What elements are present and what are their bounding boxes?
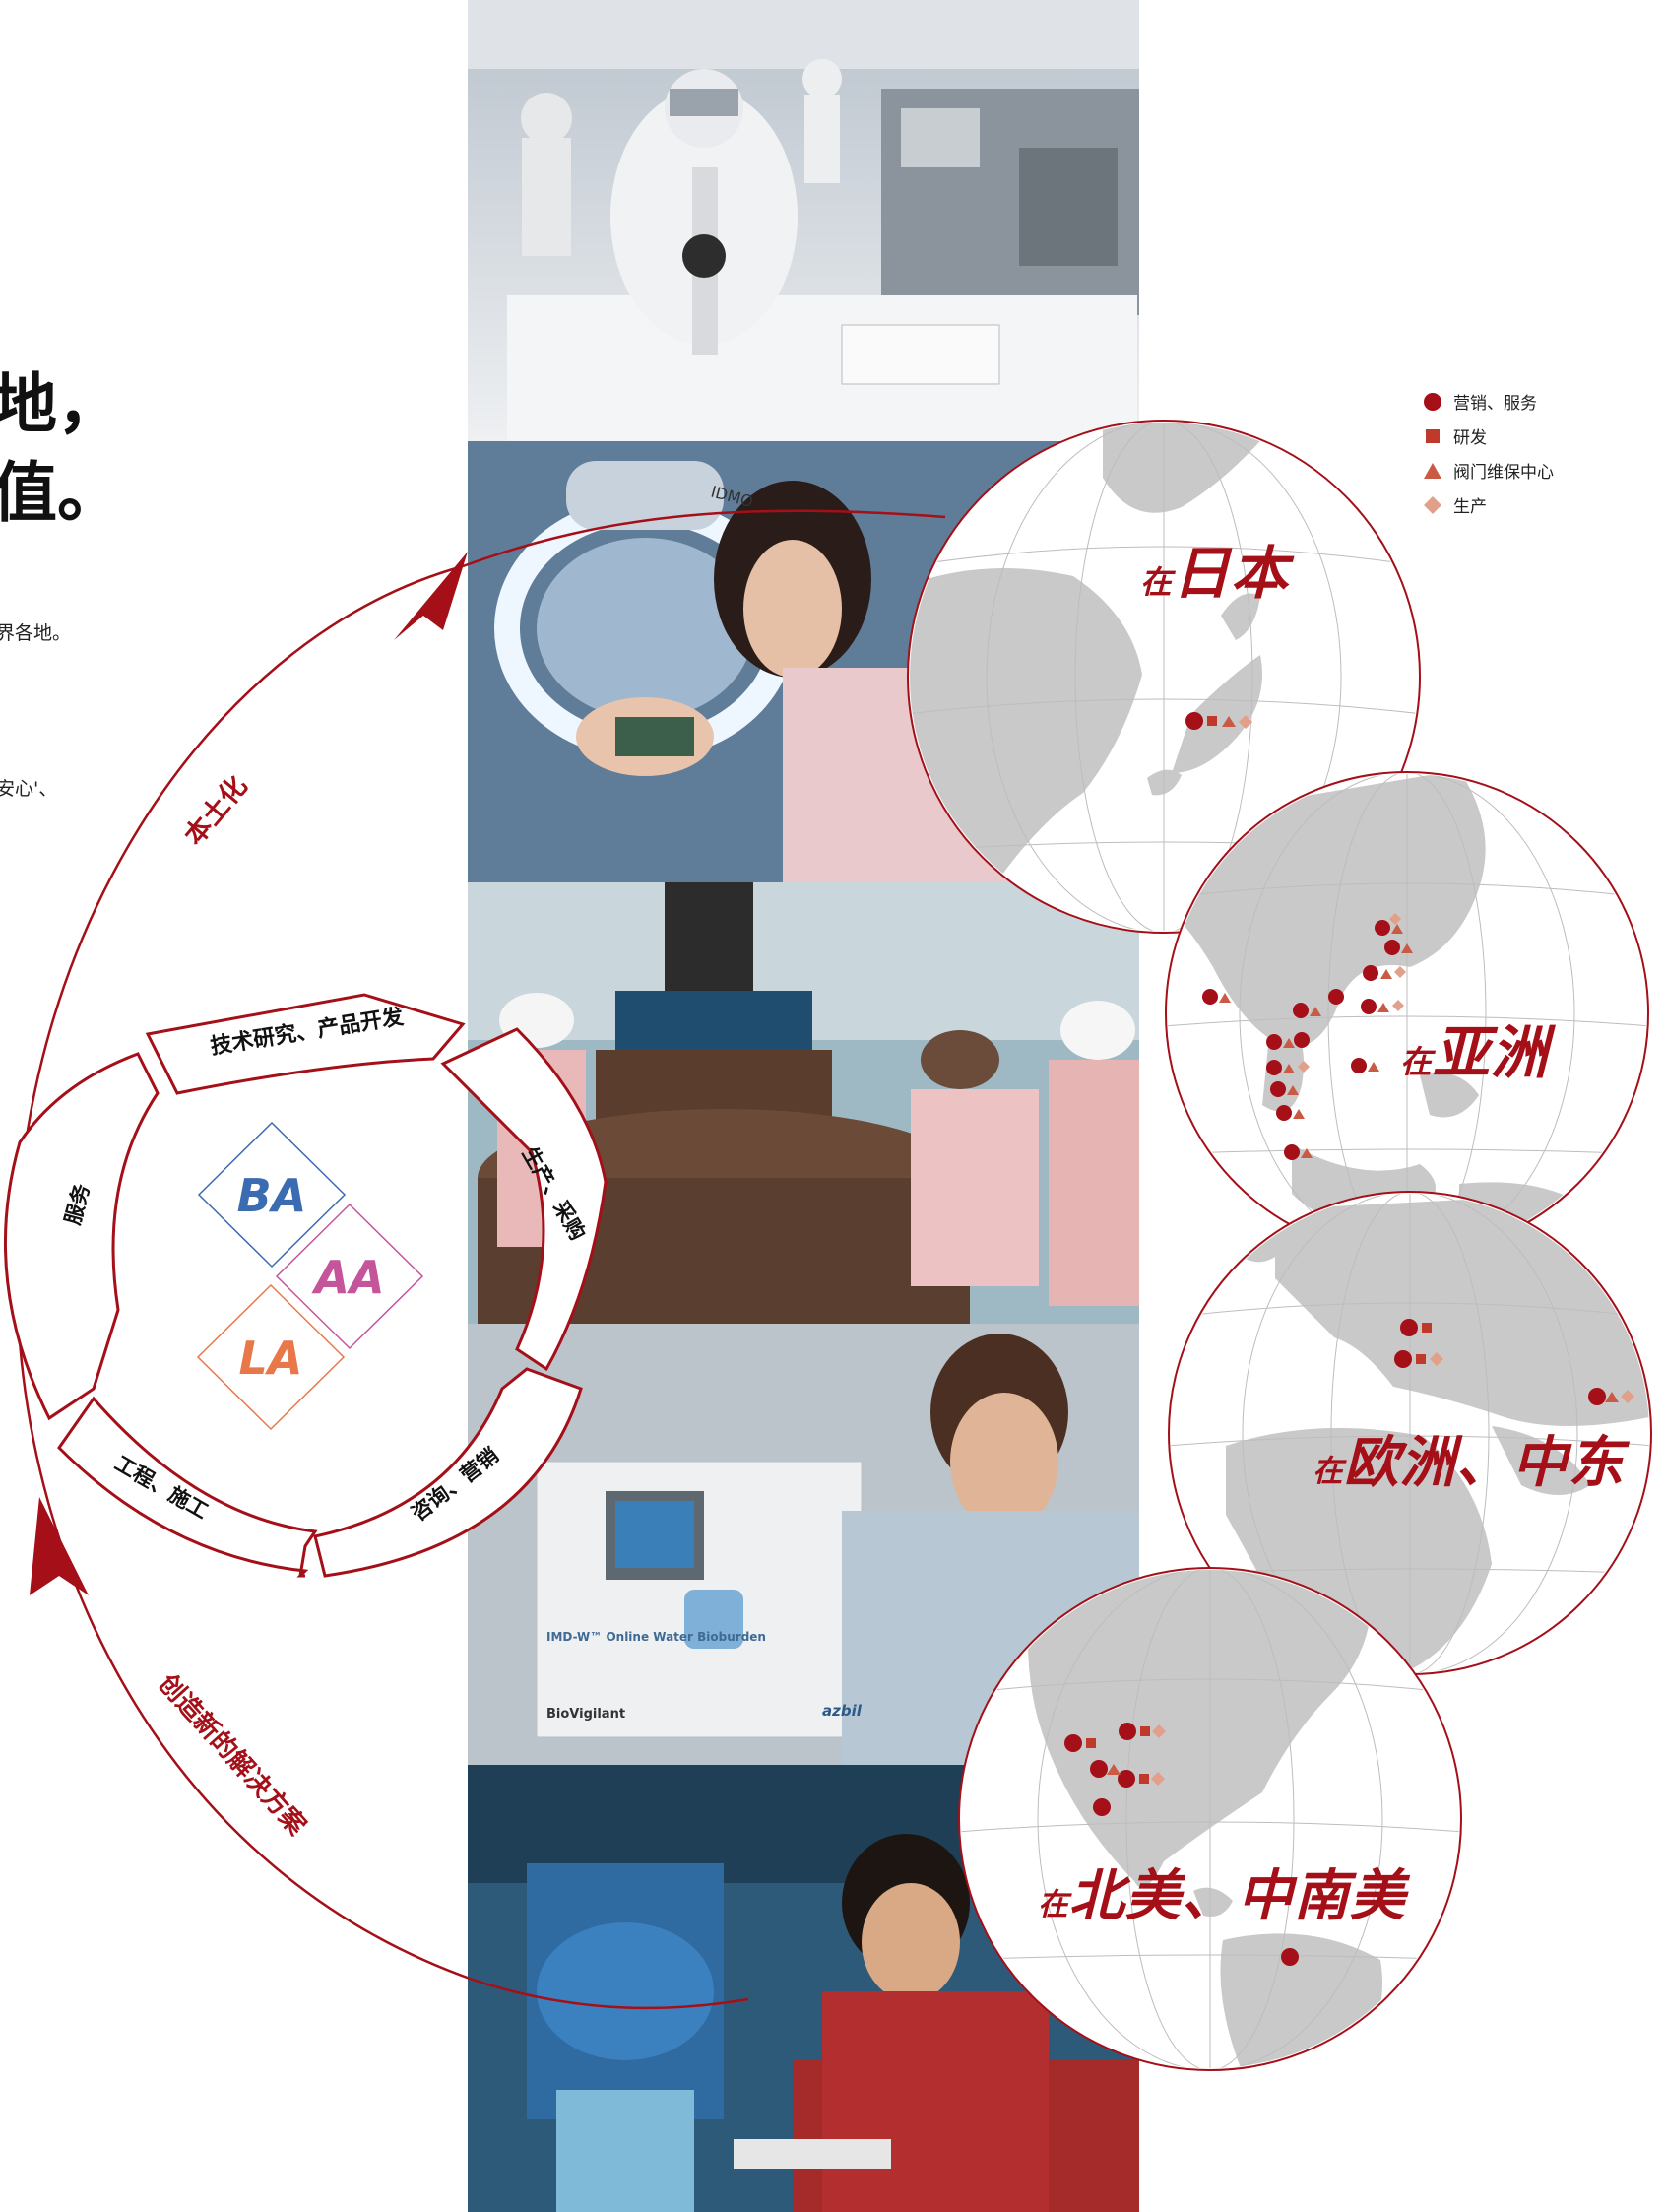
photo-monitoring-device: IMD-W™ Online Water Bioburden BioVigilan… (468, 1324, 1139, 1765)
segment-rnd (145, 993, 466, 1095)
outer-cycle-arc (15, 564, 749, 2010)
body-text-line-1: 界各地。 (0, 622, 72, 644)
triangle-marker-icon (1422, 460, 1443, 482)
globe-asia: 在亚洲 (1164, 770, 1651, 1262)
legend-item-rnd: 研发 (1422, 419, 1554, 453)
segment-service (4, 1052, 160, 1421)
region-label-europe-middle-east: 在欧洲、中东 (1313, 1431, 1625, 1495)
svg-text:LA: LA (239, 1332, 303, 1385)
square-marker-icon (1422, 425, 1443, 447)
segment-engineering (57, 1396, 318, 1578)
device-model-label: IMD-W™ Online Water Bioburden (546, 1630, 766, 1644)
region-label-asia: 在亚洲 (1400, 1019, 1549, 1086)
label-new-solutions: 创造新的解决方案 (152, 1667, 313, 1842)
globe-europe-middle-east: 在欧洲、中东 (1167, 1190, 1654, 1681)
arrowhead-top-icon (394, 552, 468, 640)
arrowhead-bottom-icon (30, 1497, 89, 1595)
region-label-americas: 在北美、中南美 (1038, 1864, 1406, 1928)
aa-diamond: AA (275, 1203, 424, 1350)
photo-cleanroom-lab (468, 0, 1139, 441)
la-diamond: LA (196, 1283, 346, 1431)
globe-americas: 在北美、中南美 (957, 1566, 1464, 2077)
body-text-line-2: 安心'、 (0, 778, 58, 800)
headline-line-2: 值。 (0, 455, 122, 531)
region-label-japan: 在日本 (1140, 540, 1289, 607)
headline-line-1: 地， (0, 366, 122, 442)
ba-diamond: BA (197, 1121, 347, 1269)
label-localization: 本土化 (179, 771, 254, 852)
photo-valve-engineers (468, 882, 1139, 1324)
brand-biovigilant: BioVigilant (546, 1707, 625, 1722)
segment-consulting (313, 1367, 583, 1578)
diamond-marker-icon (1422, 494, 1443, 516)
svg-text:BA: BA (237, 1169, 307, 1222)
brand-azbil: azbil (822, 1702, 863, 1720)
legend-item-valve-center: 阀门维保中心 (1422, 453, 1554, 488)
legend-item-production: 生产 (1422, 488, 1554, 522)
circle-marker-icon (1422, 391, 1443, 413)
location-legend: 营销、服务 研发 阀门维保中心 生产 (1422, 384, 1554, 522)
segment-production (440, 1027, 608, 1372)
svg-text:AA: AA (311, 1251, 384, 1304)
legend-item-sales: 营销、服务 (1422, 384, 1554, 419)
